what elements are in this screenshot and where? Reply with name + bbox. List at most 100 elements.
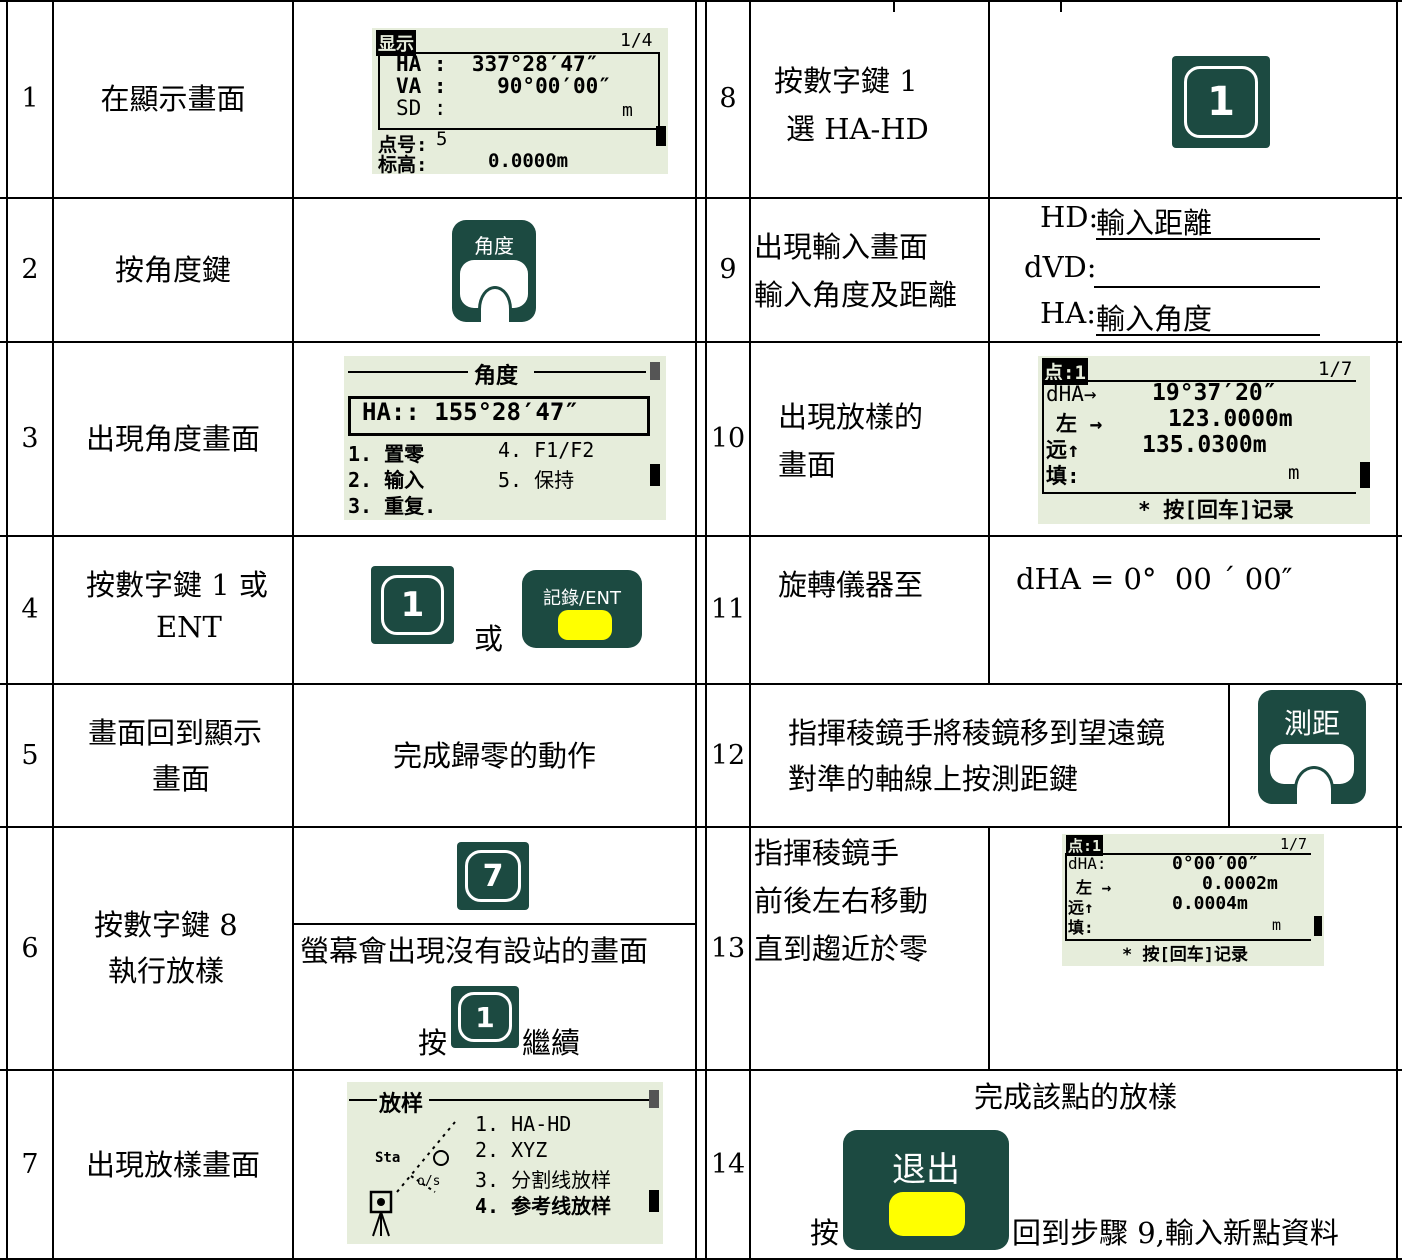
far-value: 135.0300m xyxy=(1142,432,1267,458)
step-text: 畫面 xyxy=(778,448,837,482)
row-line xyxy=(0,826,1402,828)
stakeout-screen-zero: 点:1 1/7 dHA: 0°00′00″ 左 → 0.0002m 远↑ 0.0… xyxy=(1062,834,1324,966)
screen-title: 放样 xyxy=(379,1092,424,1117)
col-line xyxy=(988,828,990,1070)
step-text: 出現放樣畫面 xyxy=(85,1147,260,1182)
continue-label: 繼續 xyxy=(522,1026,581,1060)
step-number: 7 xyxy=(21,1148,39,1180)
table-border-left xyxy=(6,0,8,1260)
target-angle: dHA = 0° 00 ´ 00″ xyxy=(1016,562,1293,596)
step-number: 11 xyxy=(710,594,746,625)
os-label: o/s xyxy=(417,1174,441,1189)
row-line xyxy=(0,197,1402,199)
unit-label: m xyxy=(622,100,633,121)
table-border-bottom xyxy=(0,1258,1402,1260)
step-number: 14 xyxy=(710,1148,746,1180)
hd-input[interactable]: 輸入距離 xyxy=(1096,206,1213,240)
col-line xyxy=(893,0,895,12)
step-text: 出現放樣的 xyxy=(778,400,924,434)
step-text: 旋轉儀器至 xyxy=(778,568,924,602)
step-text: 出現輸入畫面 xyxy=(754,230,929,264)
far-value: 0.0004m xyxy=(1172,893,1248,914)
step-text: 出現角度畫面 xyxy=(85,422,260,456)
exit-key[interactable]: 退出 xyxy=(843,1130,1009,1250)
col-line xyxy=(292,0,294,1260)
step-text: 選 HA-HD xyxy=(786,112,929,146)
height-value: 0.0000m xyxy=(488,150,569,172)
table-border-right xyxy=(1396,0,1398,1260)
col-line xyxy=(705,0,707,1260)
number-key-1[interactable]: 1 xyxy=(371,566,454,644)
hd-underline xyxy=(1096,238,1320,240)
number-key-7[interactable]: 7 xyxy=(457,842,529,910)
ha-underline xyxy=(1096,334,1320,336)
page-indicator: 1/4 xyxy=(620,30,653,51)
menu-zero[interactable]: 1. 置零 xyxy=(348,442,425,466)
station-diagram-icon xyxy=(369,1121,456,1237)
row-line xyxy=(0,341,1402,343)
note-text: 螢幕會出現沒有設站的畫面 xyxy=(300,934,649,968)
step-text: 完成該點的放樣 xyxy=(974,1080,1178,1114)
dha-value: 0°00′00″ xyxy=(1172,853,1259,874)
col-line xyxy=(1228,685,1230,828)
step-text: 按數字鍵 1 xyxy=(774,64,918,98)
dvd-label: dVD: xyxy=(1024,250,1097,284)
measure-key[interactable]: 測距 xyxy=(1258,690,1366,804)
point-label: 点号: xyxy=(378,134,428,156)
height-label: 标高: xyxy=(378,154,428,176)
step-text: 按數字鍵 1 或 xyxy=(86,568,268,602)
stakeout-screen: 点:1 1/7 dHA→ 19°37′20″ 左 → 123.0000m 远↑ … xyxy=(1038,356,1370,524)
menu-hold[interactable]: 5. 保持 xyxy=(498,468,575,492)
ha-line: HA : 337°28′47″ xyxy=(396,52,599,76)
col-line xyxy=(1060,0,1062,12)
table-border-top xyxy=(0,0,1402,2)
screen-title: 角度 xyxy=(474,364,519,389)
left-value: 0.0002m xyxy=(1202,873,1278,894)
battery-icon xyxy=(1314,916,1322,936)
page-indicator: 1/7 xyxy=(1318,358,1353,380)
row-line xyxy=(294,923,695,925)
battery-icon xyxy=(650,464,660,486)
battery-icon xyxy=(649,1190,659,1212)
page-indicator: 1/7 xyxy=(1280,835,1308,853)
step-text: 畫面回到顯示 xyxy=(88,716,263,750)
stakeout-menu-screen: 放样 Sta o/s 1. HA-HD 2. XYZ 3. 分割线放样 4. 参… xyxy=(347,1082,663,1244)
or-label: 或 xyxy=(474,622,504,656)
menu-input[interactable]: 2. 输入 xyxy=(348,468,425,492)
row-line xyxy=(0,535,1402,537)
step-text: 指揮稜鏡手將稜鏡移到望遠鏡 xyxy=(788,716,1166,750)
sta-label: Sta xyxy=(375,1150,401,1166)
dvd-underline[interactable] xyxy=(1094,286,1320,288)
menu-ha-hd[interactable]: 1. HA-HD xyxy=(475,1112,572,1136)
step-number: 9 xyxy=(719,254,737,285)
ha-label: HA: xyxy=(1040,296,1097,330)
col-line xyxy=(695,0,697,1260)
number-key-1[interactable]: 1 xyxy=(451,986,519,1048)
result-text: 完成歸零的動作 xyxy=(392,738,596,773)
number-key-1[interactable]: 1 xyxy=(1172,56,1270,148)
menu-reference-line[interactable]: 4. 参考线放样 xyxy=(475,1194,612,1218)
ha-input[interactable]: 輸入角度 xyxy=(1096,302,1213,336)
step-number: 10 xyxy=(710,423,746,454)
menu-xyz[interactable]: 2. XYZ xyxy=(475,1138,548,1162)
menu-f1f2[interactable]: 4. F1/F2 xyxy=(498,438,595,462)
row-line xyxy=(0,1069,1402,1071)
step-text: 直到趨近於零 xyxy=(754,932,929,966)
menu-repeat[interactable]: 3. 重复. xyxy=(348,494,437,518)
screen-title: 显示 xyxy=(376,30,416,56)
press-label: 按 xyxy=(810,1216,840,1250)
screen-title: 点:1 xyxy=(1066,835,1104,856)
ent-key[interactable]: 記錄/ENT xyxy=(522,570,642,648)
menu-divide-line[interactable]: 3. 分割线放样 xyxy=(475,1168,612,1192)
press-label: 按 xyxy=(418,1026,448,1060)
screen-footer: * 按[回车]记录 xyxy=(1122,945,1248,965)
step-number: 3 xyxy=(21,423,39,454)
step-number: 8 xyxy=(719,82,737,114)
step-text: ENT xyxy=(156,610,222,644)
angle-screen: 角度 HA:: 155°28′47″ 1. 置零 2. 输入 3. 重复. 4.… xyxy=(344,356,666,520)
angle-key[interactable]: 角度 xyxy=(452,220,536,322)
step-text: 按數字鍵 8 xyxy=(94,908,238,942)
step-text: 執行放樣 xyxy=(108,954,225,988)
step-number: 5 xyxy=(21,739,39,771)
step-number: 1 xyxy=(21,82,39,114)
